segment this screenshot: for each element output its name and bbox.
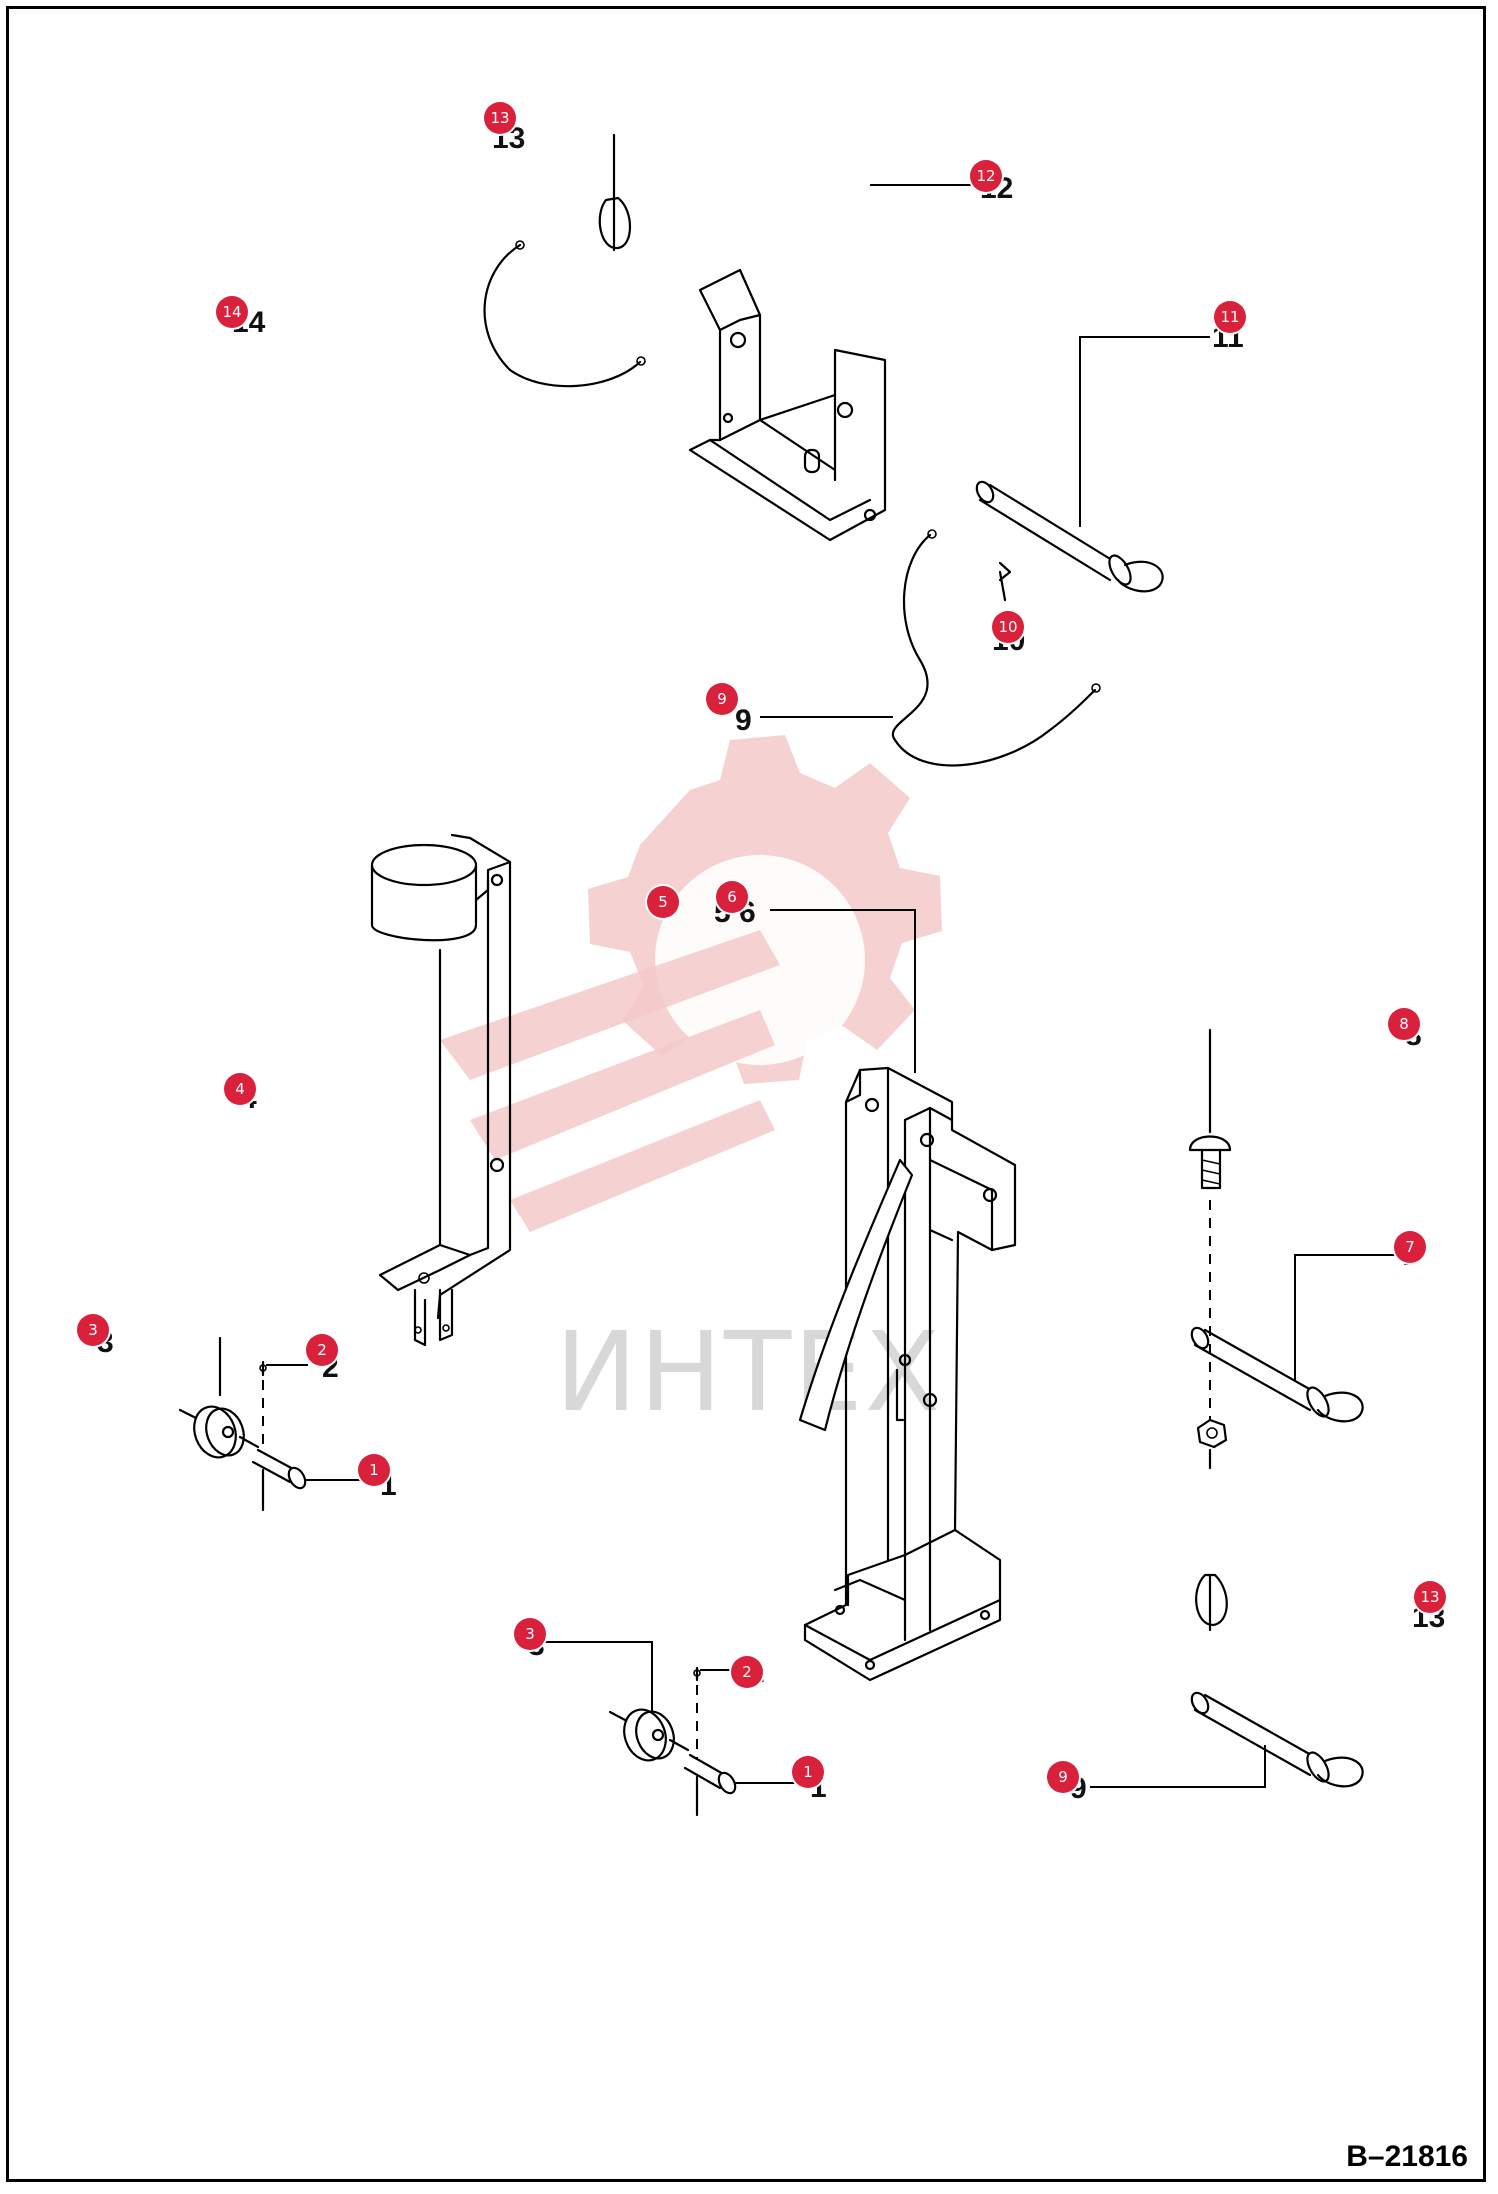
part-number-9-upper: 9 (735, 704, 752, 737)
callout-2-left[interactable]: 2 (306, 1334, 338, 1366)
part-roller-left (178, 1336, 307, 1512)
part-pin-9-lower (1190, 1691, 1364, 1788)
callout-9-lower[interactable]: 9 (1047, 1761, 1079, 1793)
callout-2-lower[interactable]: 2 (731, 1656, 763, 1688)
callout-3-lower[interactable]: 3 (514, 1618, 546, 1650)
drawing-reference-code: B–21816 (1346, 2140, 1468, 2173)
callout-14[interactable]: 14 (216, 296, 248, 328)
callout-11[interactable]: 11 (1214, 301, 1246, 333)
part-pin-11 (975, 480, 1164, 593)
leader-3b (545, 1641, 653, 1712)
callout-5[interactable]: 5 (647, 886, 679, 918)
callout-6[interactable]: 6 (716, 881, 748, 913)
callout-13-lower[interactable]: 13 (1414, 1581, 1446, 1613)
watermark-logo: ИНТЕХ (440, 735, 942, 1436)
callout-1-lower[interactable]: 1 (792, 1756, 824, 1788)
callout-9-upper[interactable]: 9 (706, 683, 738, 715)
callout-3-left[interactable]: 3 (77, 1314, 109, 1346)
callout-13-top[interactable]: 13 (484, 102, 516, 134)
callout-1-left[interactable]: 1 (358, 1454, 390, 1486)
part-lynch-pin-top (598, 133, 631, 252)
watermark-text: ИНТЕХ (555, 1308, 942, 1436)
callout-12[interactable]: 12 (970, 160, 1002, 192)
part-lanyard-mid (891, 533, 1097, 767)
part-main-stand (798, 1066, 1017, 1682)
callout-4[interactable]: 4 (224, 1073, 256, 1105)
leader-9-lower (1090, 1745, 1266, 1788)
part-pin-7 (1190, 1326, 1364, 1423)
part-clip-10 (998, 561, 1012, 602)
part-holder-4 (370, 833, 512, 1347)
part-roller-lower (608, 1666, 737, 1817)
part-lynch-pin-lower (1195, 1573, 1228, 1632)
leader-5-6 (770, 909, 916, 1073)
leader-7 (1294, 1254, 1410, 1380)
part-lanyard-top (483, 243, 642, 388)
leader-11 (1079, 336, 1210, 527)
part-upper-bracket (688, 268, 887, 542)
callout-10[interactable]: 10 (992, 611, 1024, 643)
callout-7[interactable]: 7 (1394, 1231, 1426, 1263)
part-bolt-assembly (1188, 1028, 1232, 1470)
callout-8[interactable]: 8 (1388, 1008, 1420, 1040)
